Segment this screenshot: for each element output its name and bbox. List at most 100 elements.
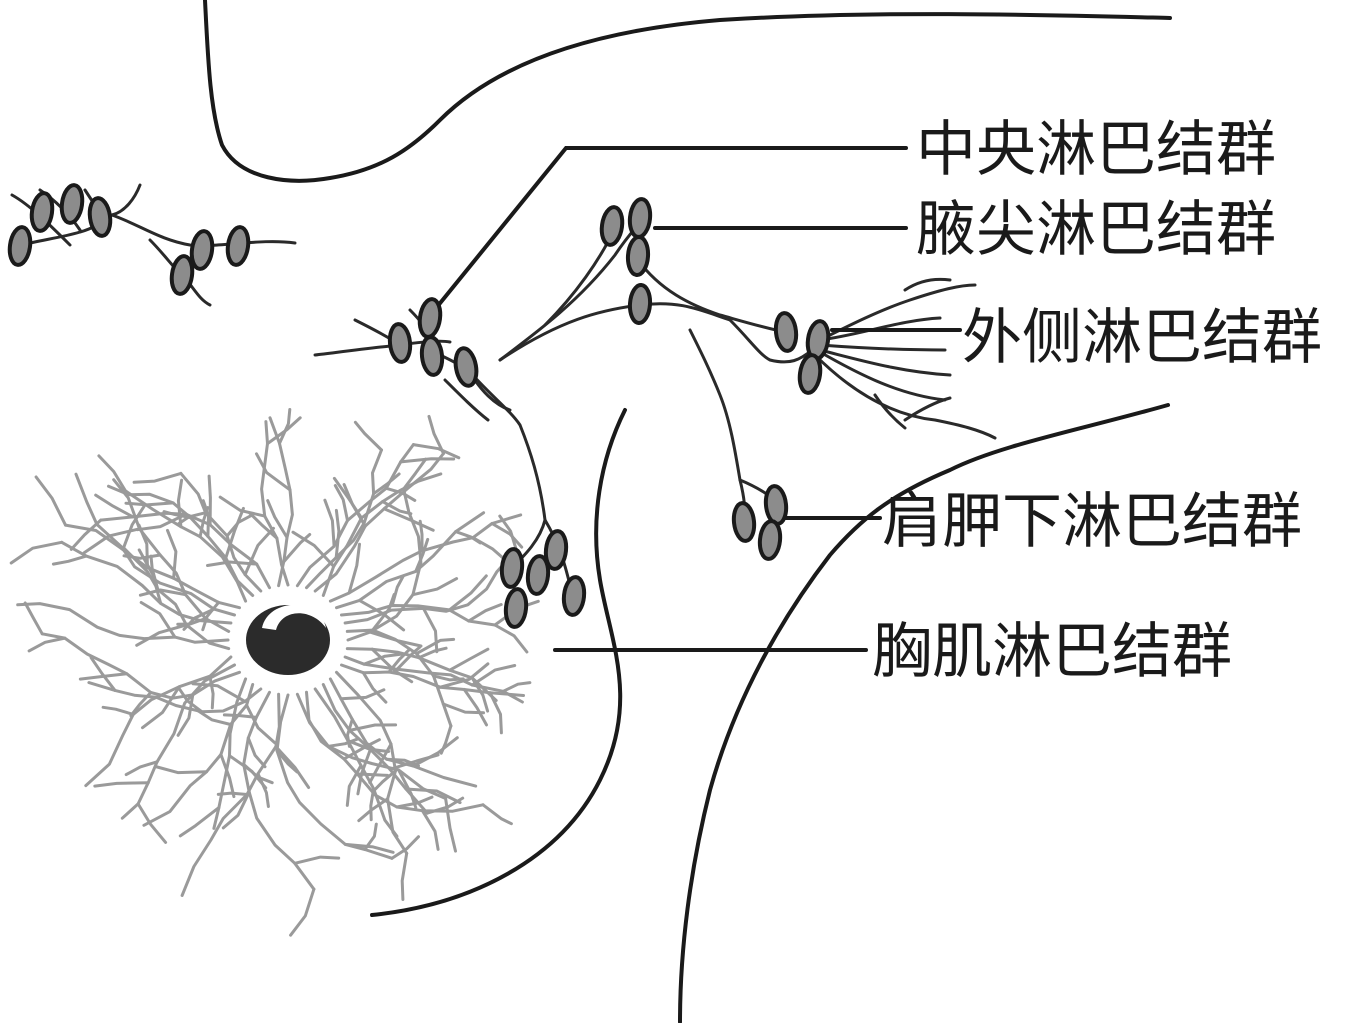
duct-branch (9, 540, 64, 565)
duct-branch (89, 656, 117, 692)
duct-branch (176, 478, 184, 529)
label-subscapular-nodes: 肩胛下淋巴结群 (882, 487, 1302, 557)
duct-branch (139, 601, 177, 639)
duct (64, 523, 241, 610)
duct (84, 655, 233, 788)
duct-branch (372, 769, 397, 793)
node-cluster-lateral (773, 311, 831, 395)
node-cluster-subscapular (731, 484, 789, 561)
duct-branch (218, 495, 267, 518)
duct-branch (342, 738, 381, 761)
duct (97, 454, 248, 603)
duct-branch (417, 646, 448, 660)
duct-branch (291, 530, 336, 568)
duct-branch (78, 672, 129, 681)
arm-trunk-contour (678, 403, 1170, 1023)
leader-lines (426, 146, 962, 652)
duct (16, 602, 230, 644)
duct-branch (208, 674, 215, 710)
duct-branch (248, 511, 279, 540)
duct-branch (206, 560, 259, 567)
duct-branch (219, 753, 236, 799)
duct-branch (182, 607, 216, 631)
duct (142, 683, 255, 827)
duct-branch (438, 662, 490, 689)
duct (343, 655, 524, 704)
duct-branch (454, 530, 482, 545)
duct-branch (255, 452, 292, 492)
duct-branch (225, 513, 254, 538)
duct-branch (266, 416, 302, 446)
duct (340, 663, 525, 697)
duct-branch (402, 457, 428, 491)
label-apical-nodes: 腋尖淋巴结群 (916, 195, 1276, 265)
duct-branch (136, 802, 168, 844)
duct (328, 513, 523, 603)
duct-branch (467, 603, 503, 623)
duct-branch (274, 745, 311, 789)
duct (74, 472, 236, 617)
duct-branch (334, 508, 341, 559)
duct-branch (362, 652, 404, 666)
duct-branch (397, 768, 418, 810)
duct-branch (411, 736, 459, 768)
duct-branch (275, 749, 299, 774)
duct-branch (441, 702, 485, 715)
duct-branch (224, 506, 245, 560)
duct (305, 448, 383, 590)
duct-branch (462, 688, 488, 727)
duct-branch (382, 507, 435, 532)
duct-branch (326, 737, 360, 748)
duct (313, 452, 445, 593)
duct-branch (34, 475, 67, 527)
duct (295, 692, 448, 800)
duct-branch (176, 693, 195, 737)
duct-branch (101, 705, 135, 716)
duct-branch (399, 457, 456, 464)
duct-branch (343, 842, 395, 854)
duct-branch (323, 498, 336, 548)
duct-branch (333, 484, 349, 522)
nipple (246, 604, 330, 675)
duct-branch (141, 685, 181, 730)
duct-branch (448, 647, 490, 672)
label-pectoral-nodes: 胸肌淋巴结群 (872, 617, 1232, 687)
labels: 中央淋巴结群 腋尖淋巴结群 外侧淋巴结群 肩胛下淋巴结群 胸肌淋巴结群 (872, 115, 1322, 687)
duct-branch (23, 601, 44, 636)
duct-branch (132, 471, 183, 484)
duct-branch (415, 637, 456, 656)
duct (60, 540, 233, 625)
duct-branch (348, 723, 398, 732)
duct-branch (395, 795, 434, 809)
duct-branch (418, 519, 424, 553)
duct-branch (178, 806, 221, 838)
duct-branch (420, 809, 440, 851)
mammary-gland-ducts (9, 408, 540, 937)
duct-branch (135, 623, 188, 647)
duct-branch (501, 681, 532, 693)
duct-branch (355, 772, 389, 777)
duct-branch (137, 523, 149, 570)
duct-branch (201, 600, 221, 632)
duct-branch (390, 835, 420, 860)
duct-branch (280, 533, 312, 566)
duct-branch (245, 703, 277, 745)
duct-branch (138, 588, 187, 597)
label-lateral-nodes: 外侧淋巴结群 (962, 303, 1322, 373)
duct-branch (166, 528, 178, 580)
duct-branch (51, 554, 88, 566)
duct-branch (422, 606, 439, 654)
label-central-nodes: 中央淋巴结群 (916, 115, 1276, 185)
duct-branch (414, 537, 430, 573)
duct-branch (498, 514, 518, 552)
duct (242, 690, 316, 891)
duct-branch (404, 787, 462, 805)
lymphatic-vessels (10, 183, 997, 587)
duct-branch (246, 736, 267, 769)
breast-chest-contour (370, 408, 627, 917)
duct (260, 420, 290, 587)
duct-branch (353, 420, 383, 452)
duct-branch (124, 760, 159, 777)
duct-branch (411, 577, 459, 597)
